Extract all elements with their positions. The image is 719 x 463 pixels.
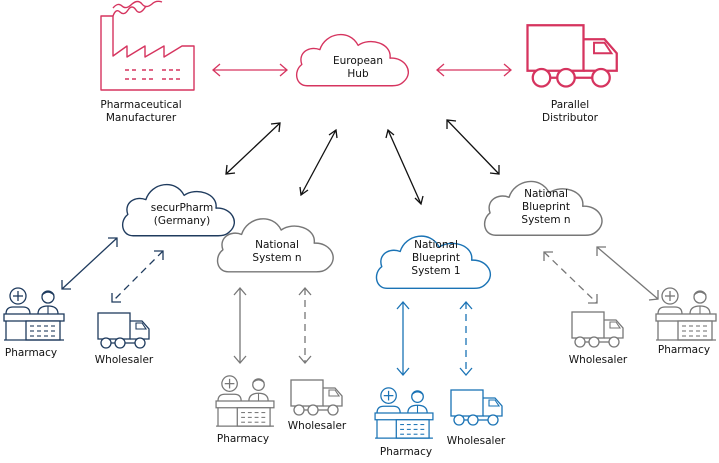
blueprint-1-label-line2: Blueprint xyxy=(412,252,460,264)
system-n-wholesaler-label: Wholesaler xyxy=(288,420,347,432)
securpharm-pharmacy-icon xyxy=(3,287,65,341)
european-hub-label-line1: European xyxy=(333,55,383,67)
arrow-blueprintn-wholesaler xyxy=(543,251,598,304)
securpharm-wholesaler-truck-icon xyxy=(97,312,150,349)
blueprint-n-label-line3: System n xyxy=(521,214,570,226)
blueprint1-pharmacy-icon xyxy=(374,387,434,439)
national-system-n-label-line1: National xyxy=(255,239,299,251)
blueprint1-pharmacy-label: Pharmacy xyxy=(380,446,432,458)
blueprintn-wholesaler-truck-icon xyxy=(571,311,624,348)
blueprintn-wholesaler-label: Wholesaler xyxy=(569,354,628,366)
arrow-securpharm-wholesaler xyxy=(111,250,164,303)
manufacturer-label-line1: Pharmaceutical xyxy=(100,99,181,111)
arrow-system-n-pharmacy xyxy=(233,287,247,364)
securpharm-wholesaler-label: Wholesaler xyxy=(95,354,154,366)
parallel-distributor-label-line1: Parallel xyxy=(551,99,589,111)
blueprint-1-label-line3: System 1 xyxy=(411,265,460,277)
arrow-manufacturer-hub xyxy=(212,63,288,77)
parallel-distributor-label-line2: Distributor xyxy=(542,112,599,124)
arrow-blueprint1-pharmacy xyxy=(396,301,410,376)
system-n-pharmacy-label: Pharmacy xyxy=(217,433,269,445)
manufacturer-label-line2: Manufacturer xyxy=(106,112,177,124)
arrow-hub-securpharm xyxy=(225,122,281,175)
securpharm-label-line1: securPharm xyxy=(151,202,213,214)
system-n-wholesaler-truck-icon xyxy=(290,379,343,416)
arrow-system-n-wholesaler xyxy=(298,287,312,364)
arrow-hub-system-n xyxy=(299,128,338,197)
factory-icon xyxy=(100,0,195,91)
arrow-blueprintn-pharmacy xyxy=(596,246,659,301)
national-system-n-label-line2: System n xyxy=(252,252,301,264)
blueprint-1-label-line1: National xyxy=(414,239,458,251)
european-hub-label-line2: Hub xyxy=(347,68,369,80)
arrow-hub-blueprint-n xyxy=(446,119,500,175)
blueprintn-pharmacy-label: Pharmacy xyxy=(658,344,710,356)
blueprint1-wholesaler-truck-icon xyxy=(450,389,503,426)
securpharm-pharmacy-label: Pharmacy xyxy=(5,347,57,359)
parallel-distributor-truck-icon xyxy=(526,24,618,88)
blueprint-n-label-line1: National xyxy=(524,188,568,200)
arrow-blueprint1-wholesaler xyxy=(459,301,473,376)
system-n-pharmacy-icon xyxy=(215,375,275,427)
arrow-hub-blueprint-1 xyxy=(385,128,424,206)
arrow-hub-distributor xyxy=(436,63,512,77)
securpharm-label-line2: (Germany) xyxy=(154,215,210,227)
arrow-securpharm-pharmacy xyxy=(61,237,118,290)
blueprint-n-label-line2: Blueprint xyxy=(522,201,570,213)
blueprintn-pharmacy-icon xyxy=(655,287,717,341)
blueprint1-wholesaler-label: Wholesaler xyxy=(447,435,506,447)
